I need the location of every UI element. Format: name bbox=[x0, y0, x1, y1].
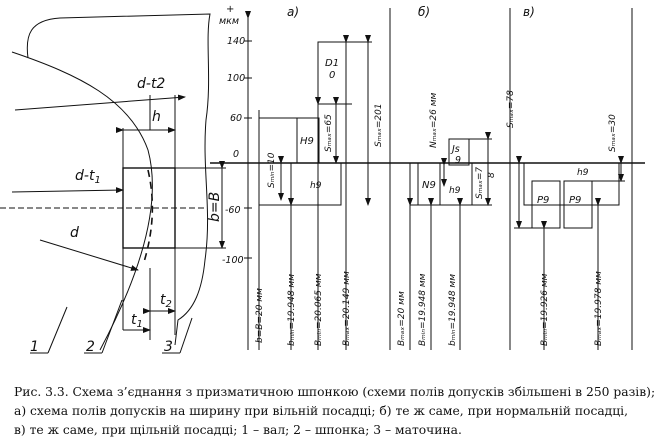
panel-a-labels: а) D1 0 H9 h9 Sₘᵢₙ=10 Sₘₐₓ=65 Sₘₐₓ=201 b… bbox=[255, 5, 384, 346]
tick-140: 140 bbox=[227, 36, 245, 47]
tick-minus-100: -100 bbox=[222, 255, 244, 266]
label-t1: t1 bbox=[131, 312, 143, 330]
zone-Js9 bbox=[448, 138, 470, 166]
axis-unit: мкм bbox=[219, 16, 239, 27]
label-key-2: 2 bbox=[86, 339, 95, 355]
tick-0: 0 bbox=[233, 149, 239, 160]
a-B-max: Bₘₐₓ=20.149 мм bbox=[342, 271, 352, 346]
hub-outline bbox=[26, 13, 211, 346]
figure-caption: Рис. 3.3. Схема з’єднання з призматичною… bbox=[14, 383, 656, 440]
arrow-d-t1 bbox=[11, 187, 124, 194]
label-t2: t2 bbox=[160, 292, 172, 310]
shaft-dashed bbox=[143, 169, 154, 263]
label-hub-3: 3 bbox=[164, 339, 173, 355]
a-s-max65: Sₘₐₓ=65 bbox=[324, 114, 334, 152]
D10-line1: D1 bbox=[325, 58, 339, 69]
H9-a: H9 bbox=[300, 136, 314, 147]
b-S-max: Sₘₐₓ=7 bbox=[475, 167, 485, 199]
panel-c-labels: в) h9 P9 P9 Sₘₐₓ=78 Sₘₐₓ=30 Bₘᵢₙ=19.926 … bbox=[506, 5, 618, 346]
c-S-max30: Sₘₐₓ=30 bbox=[608, 114, 618, 152]
c-B-min: Bₘᵢₙ=19.926 мм bbox=[540, 273, 550, 346]
N9: N9 bbox=[422, 180, 436, 191]
h9-c: h9 bbox=[577, 168, 589, 178]
label-b-eq-B: b=B bbox=[207, 192, 223, 222]
panel-a-title: а) bbox=[287, 5, 299, 19]
shaft-arc bbox=[11, 51, 153, 351]
caption-line-3: в) те ж саме, при щільній посадці; 1 – в… bbox=[14, 423, 462, 437]
D10-line2: 0 bbox=[329, 70, 335, 81]
arrow-d-t2 bbox=[14, 94, 186, 111]
panel-c-title: в) bbox=[523, 5, 535, 19]
panel-a bbox=[258, 35, 372, 350]
label-d-t2: d-t2 bbox=[137, 76, 165, 92]
zone-h9-c bbox=[523, 162, 620, 206]
a-s-min: Sₘᵢₙ=10 bbox=[267, 152, 277, 188]
Js9-line2: 9 bbox=[455, 155, 461, 166]
c-S-max78: Sₘₐₓ=78 bbox=[506, 90, 516, 128]
zone-P9-right bbox=[563, 180, 593, 229]
a-s-max201: Sₘₐₓ=201 bbox=[374, 103, 384, 147]
a-B-min: Bₘᵢₙ=20.065 мм bbox=[314, 273, 324, 346]
a-b-nom: b=B=20 мм bbox=[255, 288, 265, 343]
panel-c bbox=[514, 156, 625, 350]
label-h: h bbox=[152, 109, 161, 125]
zone-h9-b bbox=[409, 162, 473, 206]
b-S-max-sub: 8 bbox=[487, 172, 497, 178]
Js9-line1: Js bbox=[450, 144, 460, 155]
b-B-min: Bₘᵢₙ=19.948 мм bbox=[418, 273, 428, 346]
label-shaft-1: 1 bbox=[30, 339, 39, 355]
tick-100: 100 bbox=[227, 73, 245, 84]
h9-a: h9 bbox=[310, 181, 322, 191]
tick-minus-60: -60 bbox=[225, 205, 241, 216]
axis-plus: + bbox=[226, 4, 234, 15]
panel-b-labels: б) N9 Js 9 h9 Nₘₐₓ=26 мм Sₘₐₓ=7 8 Bₘₐₓ=2… bbox=[397, 5, 497, 346]
b-N-max: Nₘₐₓ=26 мм bbox=[429, 92, 439, 148]
h9-b: h9 bbox=[449, 186, 461, 196]
b-B-max: Bₘₐₓ=20 мм bbox=[397, 291, 407, 346]
P9-right: P9 bbox=[569, 195, 581, 206]
label-d: d bbox=[70, 225, 79, 241]
c-B-max: Bₘₐₓ=19.978 мм bbox=[594, 271, 604, 346]
y-axis-labels: + мкм 140 100 60 0 -60 -100 bbox=[219, 4, 245, 266]
b-b-min: bₘᵢₙ=19.948 мм bbox=[448, 274, 458, 346]
caption-line-1: Рис. 3.3. Схема з’єднання з призматичною… bbox=[14, 385, 656, 399]
panel-b bbox=[407, 132, 492, 350]
a-b-min: bₘᵢₙ=19.948 мм bbox=[287, 274, 297, 346]
label-d-t1: d-t1 bbox=[75, 168, 101, 186]
zone-h9-a bbox=[290, 162, 342, 206]
arrow-d bbox=[39, 239, 139, 271]
P9-left: P9 bbox=[537, 195, 549, 206]
joint-sketch-labels: d-t2 h d-t1 d b=B t2 t1 1 2 3 bbox=[30, 76, 223, 355]
panel-b-title: б) bbox=[418, 5, 430, 19]
caption-line-2: а) схема полів допусків на ширину при ві… bbox=[14, 404, 628, 418]
tick-60: 60 bbox=[230, 113, 242, 124]
joint-sketch bbox=[0, 13, 226, 354]
